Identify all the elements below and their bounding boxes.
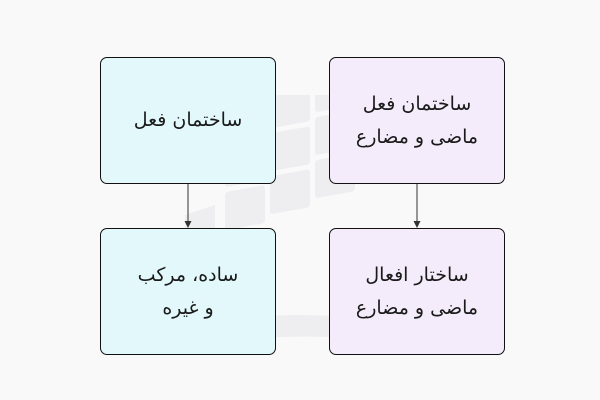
node-left-top: ساختمان فعل — [100, 57, 276, 184]
node-right-bottom: ساختار افعال ماضی و مضارع — [329, 228, 505, 355]
node-left-bottom: ساده، مرکب و غیره — [100, 228, 276, 355]
node-right-top: ساختمان فعل ماضی و مضارع — [329, 57, 505, 184]
node-left-bottom-label: ساده، مرکب و غیره — [137, 263, 239, 319]
node-left-top-label: ساختمان فعل — [133, 109, 243, 131]
node-right-top-label: ساختمان فعل ماضی و مضارع — [355, 92, 479, 148]
node-right-bottom-label: ساختار افعال ماضی و مضارع — [355, 263, 479, 319]
